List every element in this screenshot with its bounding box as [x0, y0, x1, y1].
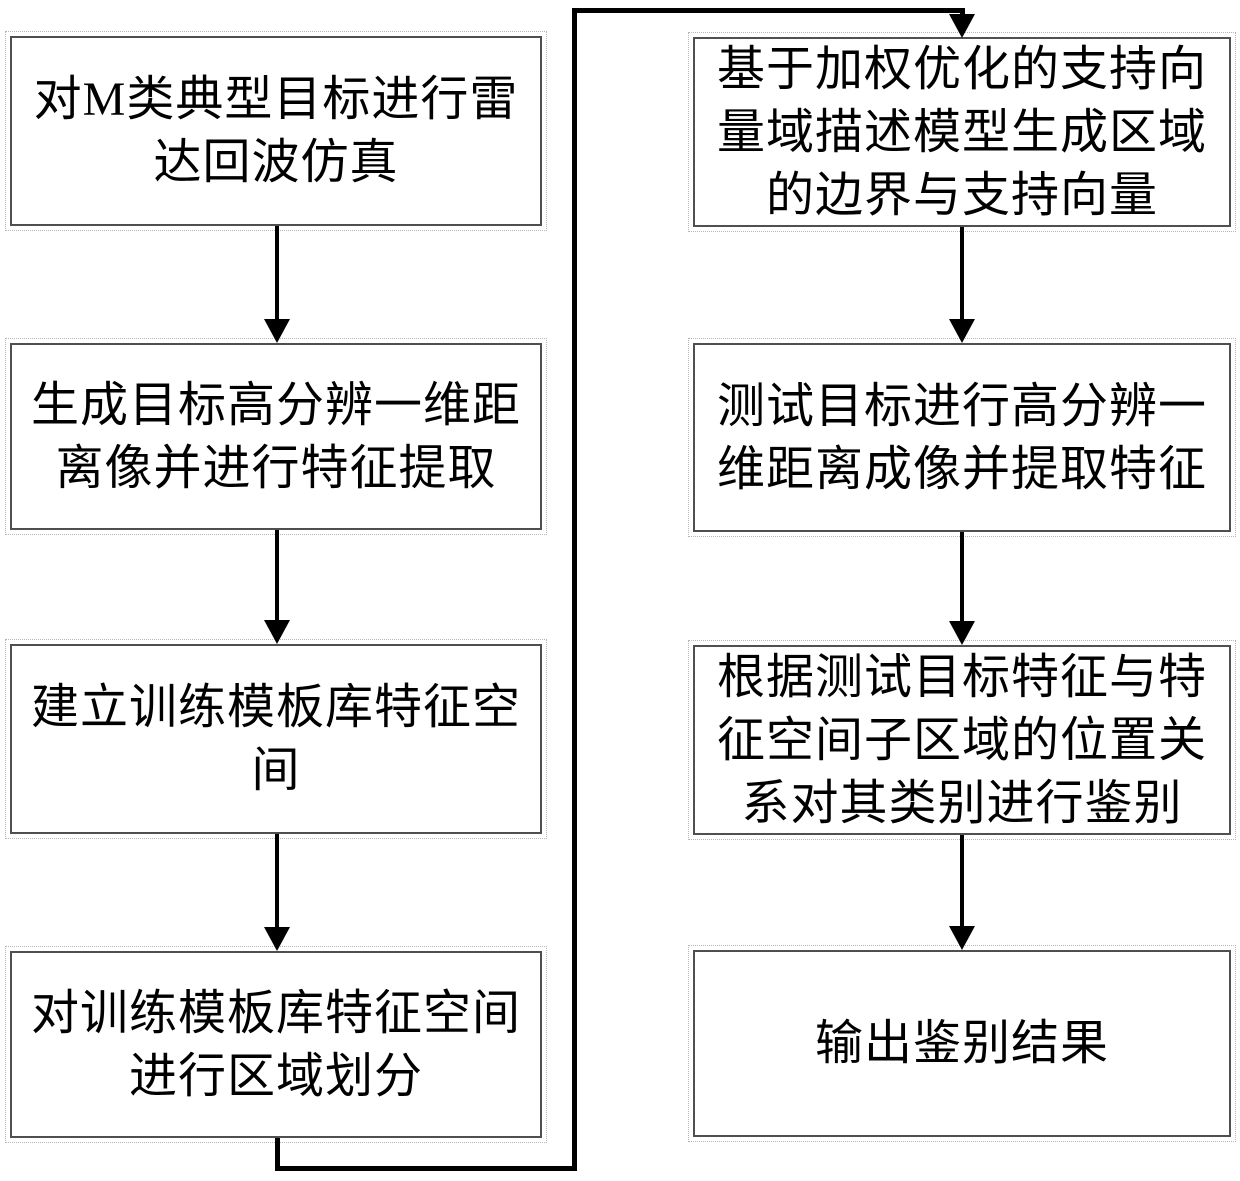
arrow-step7-step8-arrowhead-icon: [949, 926, 975, 950]
flow-step-1-label: 对M类典型目标进行雷 达回波仿真: [33, 73, 519, 189]
flow-step-7-box: 根据测试目标特征与特 征空间子区域的位置关 系对其类别进行鉴别: [688, 640, 1236, 840]
flow-step-8-label: 输出鉴别结果: [814, 1017, 1109, 1070]
arrow-step2-step3-shaft: [275, 530, 279, 620]
loop-connector-top-segment: [572, 8, 964, 13]
flow-step-3-box: 建立训练模板库特征空 间: [5, 639, 547, 839]
loop-connector-entry-segment: [960, 8, 965, 17]
loop-connector-bottom-segment: [275, 1166, 577, 1171]
flow-step-2-label: 生成目标高分辨一维距 离像并进行特征提取: [30, 378, 521, 495]
arrow-step5-step6-shaft: [960, 227, 964, 319]
flow-step-6-label: 测试目标进行高分辨一 维距离成像并提取特征: [716, 379, 1207, 496]
flow-step-4-box: 对训练模板库特征空间 进行区域划分: [5, 946, 547, 1143]
flow-step-6-box: 测试目标进行高分辨一 维距离成像并提取特征: [688, 338, 1236, 537]
flow-step-5-box: 基于加权优化的支持向 量域描述模型生成区域 的边界与支持向量: [688, 32, 1236, 232]
flow-step-2-box: 生成目标高分辨一维距 离像并进行特征提取: [5, 338, 547, 535]
flow-step-4-label: 对训练模板库特征空间 进行区域划分: [30, 986, 521, 1103]
arrow-step1-step2-arrowhead-icon: [264, 319, 290, 343]
arrow-step6-step7-shaft: [960, 532, 964, 621]
arrow-step2-step3-arrowhead-icon: [264, 620, 290, 644]
arrow-step3-step4-arrowhead-icon: [264, 927, 290, 951]
arrow-step7-step8-shaft: [960, 835, 964, 926]
loop-connector-vertical-segment: [572, 8, 577, 1171]
arrow-step3-step4-shaft: [275, 834, 279, 927]
flow-step-3-label: 建立训练模板库特征空 间: [30, 681, 521, 797]
flow-step-5-label: 基于加权优化的支持向 量域描述模型生成区域 的边界与支持向量: [716, 42, 1207, 222]
arrow-step5-step6-arrowhead-icon: [949, 319, 975, 343]
flow-step-1-box: 对M类典型目标进行雷 达回波仿真: [5, 31, 547, 231]
loop-connector-down-segment: [275, 1138, 280, 1171]
loop-connector-arrowhead-icon: [949, 14, 975, 38]
flow-step-8-box: 输出鉴别结果: [688, 945, 1236, 1142]
flow-step-7-label: 根据测试目标特征与特 征空间子区域的位置关 系对其类别进行鉴别: [716, 650, 1207, 830]
arrow-step6-step7-arrowhead-icon: [949, 621, 975, 645]
arrow-step1-step2-shaft: [275, 226, 279, 319]
